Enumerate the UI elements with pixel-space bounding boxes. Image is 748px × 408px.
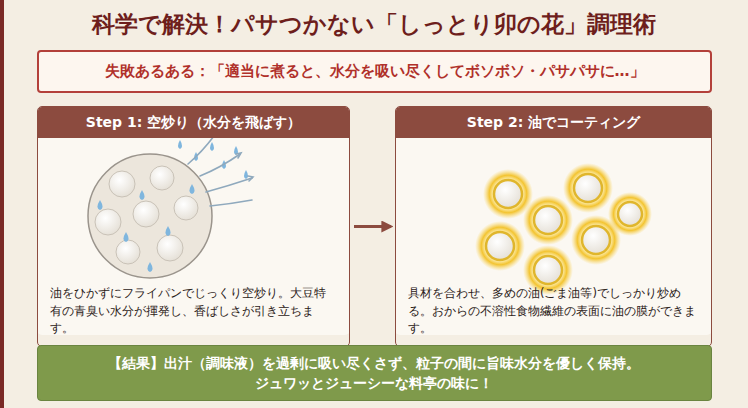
illustration-part (88, 154, 212, 278)
step-panel: Step 1: 空炒り（水分を飛ばす） 油をひかずにフライパンでじっくり空炒り。大… (37, 106, 350, 347)
warning-box: 失敗あるある：「適当に煮ると、水分を吸い尽くしてボソボソ・パサパサに…」 (37, 50, 712, 93)
illustration-part (140, 190, 145, 200)
illustration-part (148, 262, 153, 272)
dry-roast-figure (88, 136, 253, 278)
panel-ground (395, 106, 712, 335)
result-box: 【結果】出汁（調味液）を過剰に吸い尽くさず、粒子の間に旨味水分を優しく保持。 ジ… (37, 345, 712, 401)
illustration-part (210, 200, 252, 206)
illustration-part (486, 174, 642, 284)
edge-strip (0, 0, 4, 408)
figure-space (396, 138, 711, 285)
illustration-part (523, 195, 573, 245)
illustration-part (494, 180, 522, 208)
illustration-part (534, 256, 562, 284)
illustration-part (200, 154, 240, 176)
step-panel: Step 2: 油でコーティング具材を合わせ、多めの油(ごま油等)でしっかり炒め… (395, 106, 712, 347)
step-body: 油をひかずにフライパンでじっくり空炒り。大豆特有の青臭い水分が揮発し、香ばしさが… (38, 285, 349, 346)
illustration-part (188, 136, 214, 164)
illustration-part (486, 232, 514, 260)
oil-coat-figure (475, 163, 652, 295)
illustration-part (98, 140, 249, 272)
illustration-part (248, 176, 253, 181)
illustration-part (563, 163, 613, 213)
illustration-part (95, 209, 121, 235)
panel-ground (37, 106, 350, 335)
step-body: 具材を合わせ、多めの油(ごま油等)でしっかり炒める。おからの不溶性食物繊維の表面… (396, 285, 711, 346)
illustration-part (174, 196, 198, 220)
flow-arrow (354, 225, 391, 228)
illustration-part (534, 206, 562, 234)
illustration-part (608, 192, 652, 236)
illustration-part (98, 200, 103, 210)
illustration-part (116, 240, 140, 264)
illustration-part (150, 166, 174, 190)
fail-ground (37, 50, 712, 93)
illustration-part (188, 136, 253, 206)
step-heading: Step 1: 空炒り（水分を飛ばす） (38, 107, 349, 138)
illustration-part (206, 178, 252, 192)
illustration-part (236, 153, 241, 158)
illustration-part (475, 221, 525, 271)
step-heading: Step 2: 油でコーティング (396, 107, 711, 138)
box-text: 失敗あるある：「適当に煮ると、水分を吸い尽くしてボソボソ・パサパサに…」 (105, 62, 645, 81)
illustration-part (618, 202, 642, 226)
illustration-part (166, 226, 171, 236)
figure-space (38, 138, 349, 285)
illustration-part (133, 201, 159, 227)
illustration-part (157, 235, 183, 261)
illustration-part (210, 142, 214, 151)
illustration-part (244, 170, 248, 179)
box-text: 【結果】出汁（調味液）を過剰に吸い尽くさず、粒子の間に旨味水分を優しく保持。 ジ… (104, 353, 644, 394)
illustration-part (582, 226, 610, 254)
illustration-part (109, 171, 135, 197)
illustration-part (475, 163, 652, 295)
illustration-part (124, 232, 129, 242)
illustration-part (574, 174, 602, 202)
illustration-part (178, 140, 182, 149)
diagram-title: 科学で解決！パサつかない「しっとり卯の花」調理術 (0, 9, 748, 40)
illustration-part (190, 184, 195, 194)
